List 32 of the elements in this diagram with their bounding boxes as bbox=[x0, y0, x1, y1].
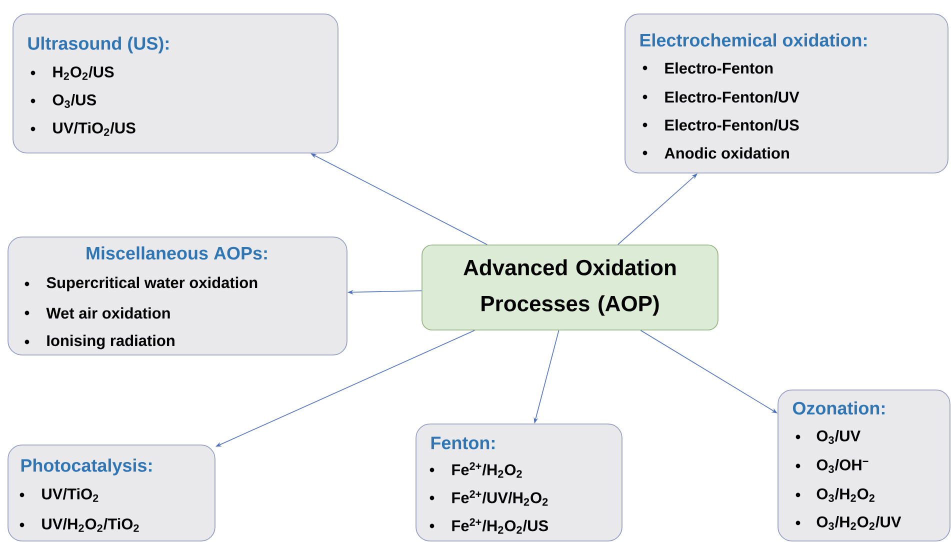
box-heading: Electrochemical oxidation: bbox=[640, 33, 867, 47]
box-heading: Photocatalysis: bbox=[21, 458, 152, 476]
category-box bbox=[778, 390, 950, 542]
list-item: Ionising radiation bbox=[47, 334, 174, 350]
list-item: UV/H$_{2}$O$_{2}$/TiO$_{2}$ bbox=[42, 518, 139, 532]
category-box bbox=[8, 236, 348, 356]
category-box bbox=[624, 14, 948, 174]
list-item: O$_{3}$/OH$^{−}$ bbox=[816, 459, 868, 473]
list-item: O$_{3}$/H$_{2}$O$_{2}$ bbox=[816, 488, 874, 502]
list-item: Fe$^{2+}$/H$_{2}$O$_{2}$/US bbox=[452, 518, 548, 534]
list-item: Fe$^{2+}$/UV/H$_{2}$O$_{2}$ bbox=[452, 490, 548, 506]
box-heading: Fenton: bbox=[431, 436, 494, 450]
list-item: Electro-Fenton/US bbox=[665, 119, 799, 131]
category-box bbox=[8, 444, 216, 542]
list-item: UV/TiO$_{2}$/US bbox=[53, 122, 136, 136]
list-item: Anodic oxidation bbox=[664, 147, 789, 159]
list-item: O$_{3}$/UV bbox=[816, 430, 861, 444]
box-heading: Ultrasound (US): bbox=[28, 36, 168, 54]
central-box: Advanced Oxidation Processes (AOP) bbox=[422, 244, 718, 330]
list-item: O$_{3}$/US bbox=[52, 94, 96, 108]
category-box bbox=[12, 14, 338, 154]
list-item: H$_{2}$O$_{2}$/US bbox=[53, 66, 114, 80]
list-item: Fe$^{2+}$/H$_{2}$O$_{2}$ bbox=[452, 462, 522, 478]
list-item: O$_{3}$/H$_{2}$O$_{2}$/UV bbox=[816, 516, 902, 530]
list-item: Electro-Fenton bbox=[665, 62, 773, 74]
box-heading: Miscellaneous AOPs: bbox=[86, 246, 267, 260]
category-box bbox=[416, 424, 622, 542]
box-heading: Ozonation: bbox=[792, 401, 884, 415]
list-item: UV/TiO$_{2}$ bbox=[42, 488, 98, 502]
list-item: Supercritical water oxidation bbox=[46, 276, 258, 292]
list-item: Wet air oxidation bbox=[46, 307, 170, 319]
list-item: Electro-Fenton/UV bbox=[665, 91, 800, 103]
